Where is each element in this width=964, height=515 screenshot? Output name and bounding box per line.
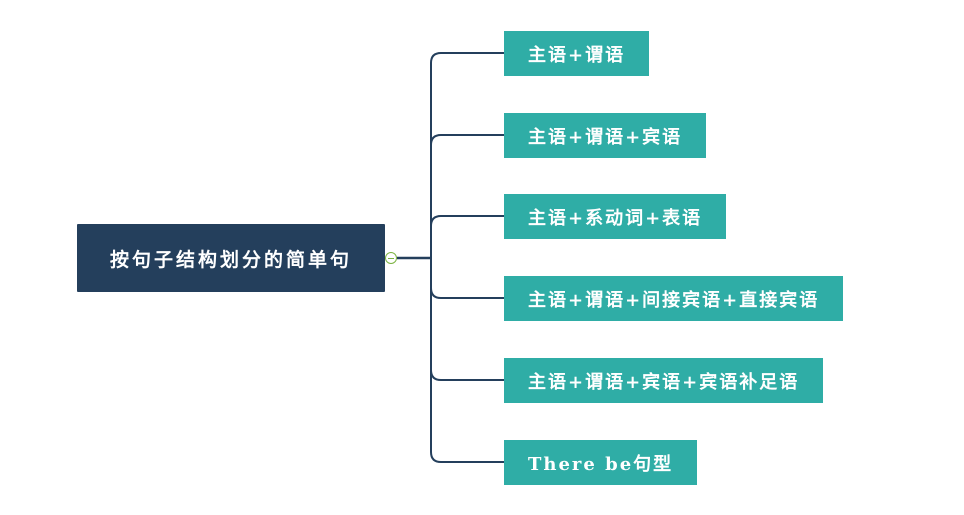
subtopic-label: There be句型 <box>528 453 674 475</box>
branch-line-2 <box>430 134 504 146</box>
subtopic-label: 主语+谓语 <box>528 44 626 66</box>
subtopic-3[interactable]: 主语+系动词+表语 <box>504 194 727 239</box>
subtopic-label: 主语+谓语+宾语 <box>528 126 683 148</box>
subtopic-label: 主语+谓语+间接宾语+直接宾语 <box>528 289 820 311</box>
subtopic-label: 主语+系动词+表语 <box>528 207 703 229</box>
branch-line-3 <box>430 215 504 227</box>
branch-line-5 <box>430 369 504 381</box>
subtopic-label: 主语+谓语+宾语+宾语补足语 <box>528 371 800 393</box>
branch-trunk-line <box>430 52 442 463</box>
subtopic-2[interactable]: 主语+谓语+宾语 <box>504 113 707 158</box>
branch-line-4 <box>430 287 504 299</box>
subtopic-1[interactable]: 主语+谓语 <box>504 31 650 76</box>
subtopic-6[interactable]: There be句型 <box>504 440 698 485</box>
subtopic-4[interactable]: 主语+谓语+间接宾语+直接宾语 <box>504 276 844 321</box>
root-topic-label: 按句子结构划分的简单句 <box>109 248 352 271</box>
subtopic-5[interactable]: 主语+谓语+宾语+宾语补足语 <box>504 358 824 403</box>
root-topic[interactable]: 按句子结构划分的简单句 <box>77 224 385 292</box>
collapse-toggle-icon[interactable] <box>385 252 397 264</box>
